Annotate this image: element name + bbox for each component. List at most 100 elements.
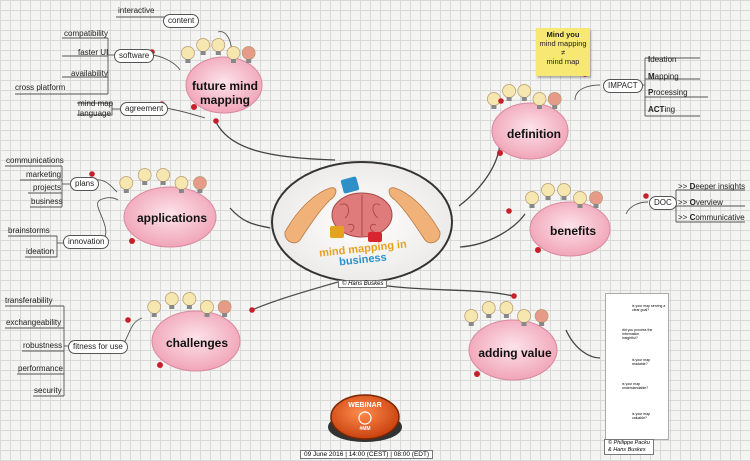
applications-brain-icon [119, 168, 217, 248]
doc-deeper-insights[interactable]: >> Deeper insights [678, 182, 746, 191]
benefits-bulb-icon [541, 183, 555, 197]
center-credit: © Hans Buskes [338, 280, 388, 288]
sticky-note[interactable]: Mind you mind mapping ≠ mind map [536, 28, 590, 76]
applications-bulb-icon [119, 176, 134, 190]
definition-brain-icon [487, 84, 569, 160]
future-bulb-icon [211, 38, 226, 52]
transferability-label[interactable]: transferability [5, 296, 53, 305]
future-bulb-icon [181, 46, 195, 60]
future-bulb-icon [226, 46, 241, 60]
applications-pin-icon [129, 238, 135, 244]
pin-icon [506, 208, 512, 214]
benefits-bulb-icon [573, 191, 587, 205]
definition-title[interactable]: definition [507, 127, 561, 141]
webinar-date: 09 June 2016 | 14:00 (CEST) | 08:00 (EDT… [300, 450, 434, 459]
benefits-pin-icon [535, 247, 541, 253]
interactive-label[interactable]: interactive [118, 6, 155, 15]
poster-credit: © Philippe Packu & Hans Buskes [604, 439, 654, 455]
availability-label[interactable]: availability [71, 69, 108, 78]
challenges-bulb-icon [164, 292, 179, 306]
applications-title[interactable]: applications [136, 211, 207, 225]
sticky-line2: mind mapping [539, 39, 587, 48]
pin-icon [498, 98, 504, 104]
challenges-title[interactable]: challenges [165, 336, 229, 350]
brainstorms-label[interactable]: brainstorms [8, 226, 50, 235]
adding-value-bulb-icon [464, 309, 479, 323]
compatibility-label[interactable]: compatibility [64, 29, 109, 38]
adding-value-brain-icon [464, 301, 558, 381]
poster-image[interactable]: is your map serving a clear goal? did yo… [605, 293, 669, 440]
challenges-bulb-icon [182, 292, 197, 306]
sticky-line3: ≠ [560, 48, 566, 57]
performance-label[interactable]: performance [18, 364, 63, 373]
impact-mapping[interactable]: Mapping [648, 72, 679, 81]
webinar-label[interactable]: WEBINAR [348, 402, 382, 409]
plans-node[interactable]: plans [70, 177, 100, 191]
pin-icon [89, 171, 95, 177]
security-label[interactable]: security [34, 386, 62, 395]
business-label[interactable]: business [31, 197, 63, 206]
pin-icon [643, 193, 649, 199]
adding-value-bulb-icon [481, 301, 496, 315]
doc-node[interactable]: DOC [649, 196, 677, 210]
mind-map-label[interactable]: mind map [78, 99, 114, 108]
adding-value-bulb-icon [534, 309, 549, 323]
impact-acting[interactable]: ACTing [648, 105, 676, 114]
doc-overview[interactable]: >> Overview [678, 198, 723, 207]
applications-bulb-icon [156, 168, 170, 182]
definition-bulb-icon [487, 92, 501, 106]
impact-node[interactable]: IMPACT [603, 79, 643, 93]
doc-communicative[interactable]: >> Communicative [678, 213, 745, 222]
marketing-label[interactable]: marketing [26, 170, 62, 179]
poster-credit-line1: © Philippe Packu [608, 440, 650, 446]
pin-icon [249, 307, 255, 313]
future-title-line1[interactable]: future mind [192, 79, 258, 93]
cross-platform-label[interactable]: cross platform [15, 83, 66, 92]
challenges-bulb-icon [200, 300, 214, 314]
applications-bulb-icon [174, 176, 189, 190]
future-bulb-icon [241, 46, 256, 60]
future-brain-icon [181, 38, 263, 114]
benefits-bulb-icon [525, 191, 539, 205]
pin-icon [125, 317, 131, 323]
poster-q5: is your map valuable? [632, 412, 651, 420]
innovation-node[interactable]: innovation [63, 235, 110, 249]
sticky-line4: mind map [546, 57, 580, 66]
communications-label[interactable]: communications [6, 156, 64, 165]
benefits-brain-icon [525, 183, 611, 257]
definition-bulb-icon [532, 92, 547, 106]
definition-bulb-icon [547, 92, 562, 106]
ideation-label[interactable]: ideation [26, 247, 55, 256]
webinar-sub: #MM [359, 426, 371, 432]
poster-q2: did you process the information insightf… [622, 328, 653, 340]
projects-label[interactable]: projects [33, 183, 62, 192]
robustness-label[interactable]: robustness [23, 341, 63, 350]
impact-ideation[interactable]: Ideation [648, 55, 677, 64]
definition-bulb-icon [517, 84, 532, 98]
future-title-line2[interactable]: mapping [200, 93, 250, 107]
challenges-brain-icon [147, 292, 241, 372]
faster-ui-label[interactable]: faster UI [78, 48, 109, 57]
software-node[interactable]: software [114, 49, 155, 63]
definition-bulb-icon [502, 84, 516, 98]
language-label[interactable]: language [78, 109, 111, 118]
benefits-title[interactable]: benefits [549, 224, 596, 238]
exchangeability-label[interactable]: exchangeability [6, 318, 62, 327]
applications-bulb-icon [137, 168, 152, 182]
applications-bulb-icon [193, 176, 207, 190]
poster-q4: is your map understandable? [622, 382, 649, 390]
agreement-node[interactable]: agreement [120, 102, 169, 116]
pin-icon [213, 118, 219, 124]
challenges-pin-icon [157, 362, 163, 368]
challenges-bulb-icon [147, 300, 162, 314]
webinar-button-art [328, 394, 402, 442]
poster-q3: is your map readable? [632, 358, 651, 366]
benefits-bulb-icon [589, 191, 603, 205]
fitness-node[interactable]: fitness for use [68, 340, 128, 354]
content-node[interactable]: content [163, 14, 200, 28]
adding-value-title[interactable]: adding value [478, 346, 552, 360]
hands-illustration [284, 187, 441, 244]
impact-processing[interactable]: Processing [648, 88, 688, 97]
